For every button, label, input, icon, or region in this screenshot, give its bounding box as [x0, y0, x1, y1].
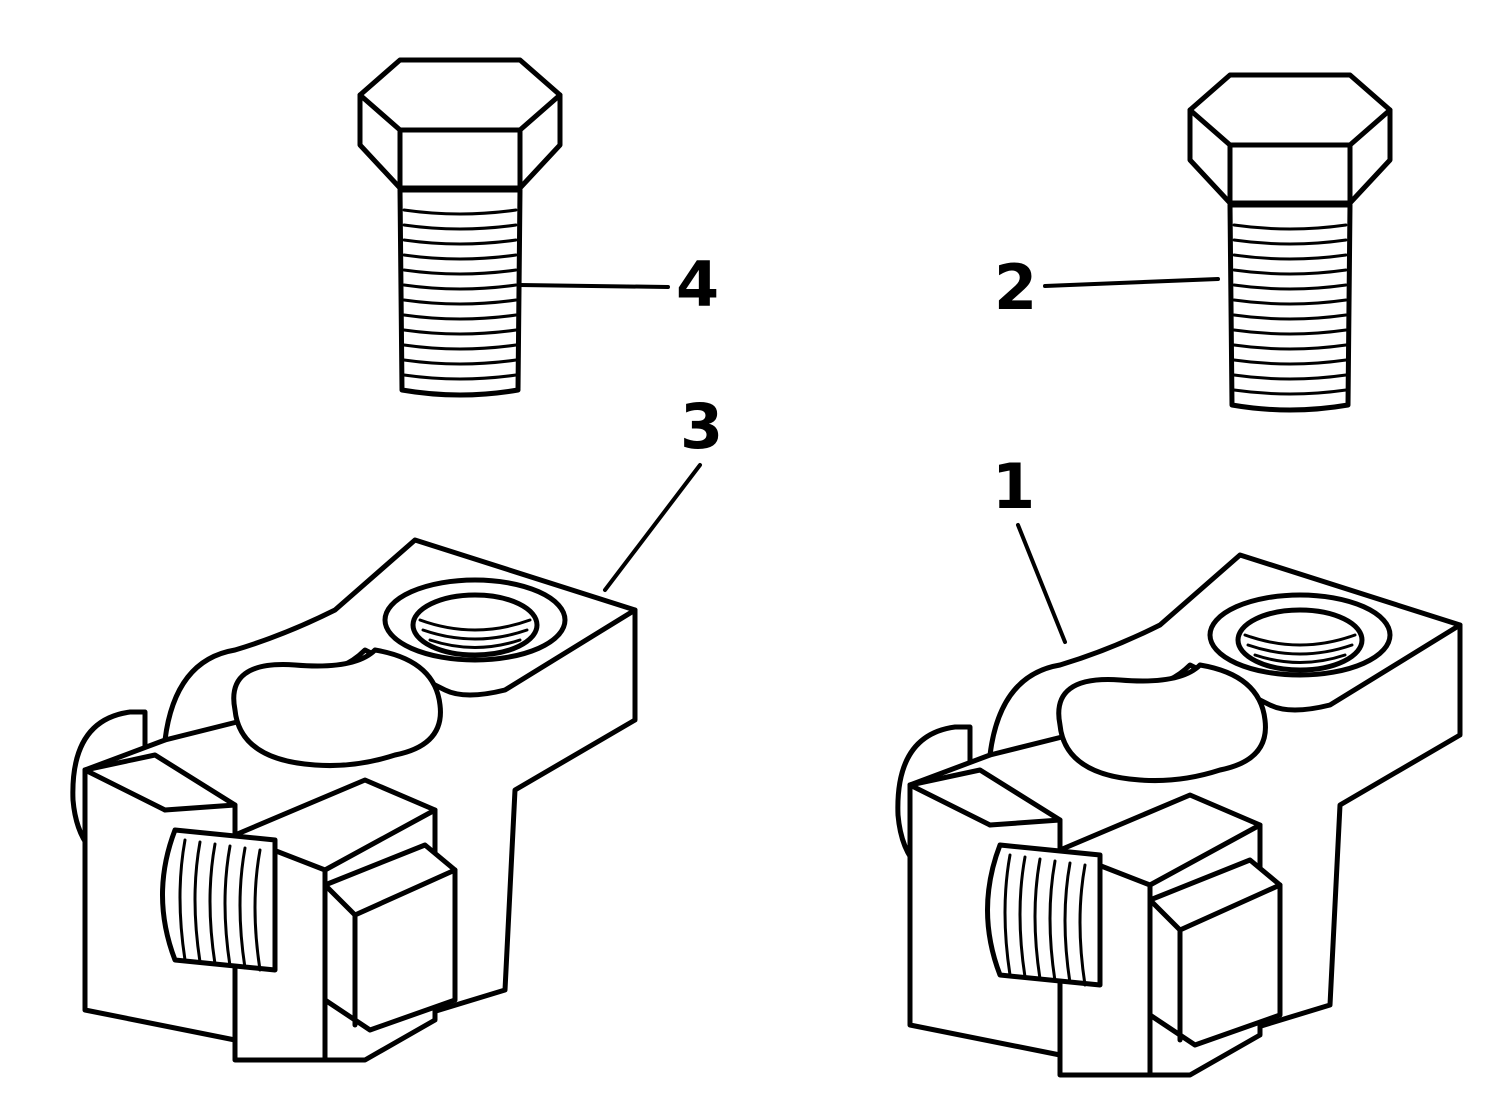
- bolt-left-illustration: [360, 60, 560, 395]
- bolt-right-illustration: [1190, 75, 1390, 410]
- leader-line-4: [520, 285, 668, 287]
- terminal-clamp-right-illustration: [898, 555, 1460, 1075]
- leader-line-3: [605, 465, 700, 590]
- callout-3: 3: [680, 390, 723, 463]
- leader-line-2: [1045, 279, 1218, 286]
- callout-4: 4: [676, 248, 719, 321]
- callout-1: 1: [992, 450, 1035, 523]
- leader-line-1: [1018, 525, 1065, 642]
- callout-2: 2: [994, 251, 1037, 324]
- terminal-clamp-left-illustration: [73, 540, 635, 1060]
